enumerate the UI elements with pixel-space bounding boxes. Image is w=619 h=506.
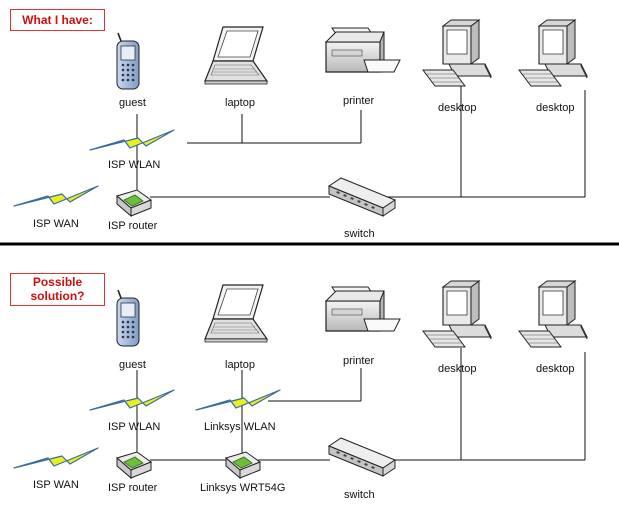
label-switch: switch	[344, 489, 375, 501]
label-guest: guest	[119, 359, 146, 371]
linksys-router-icon	[225, 451, 261, 479]
label-isp-wan: ISP WAN	[33, 479, 79, 491]
guest-phone-icon	[116, 289, 140, 347]
label-desktop: desktop	[438, 363, 477, 375]
desktop-icon	[422, 19, 492, 87]
label-isp-router: ISP router	[108, 482, 158, 494]
top-links	[136, 86, 586, 198]
label-isp-wan: ISP WAN	[33, 218, 79, 230]
printer-icon	[325, 286, 401, 332]
laptop-icon	[204, 26, 268, 85]
label-switch: switch	[344, 228, 375, 240]
label-isp-router: ISP router	[108, 220, 158, 232]
bottom-links	[136, 348, 586, 461]
isp-router-icon	[116, 451, 152, 479]
desktop-icon	[422, 280, 492, 348]
label-desktop: desktop	[536, 102, 575, 114]
callout-possible-solution: Possible solution?	[10, 273, 105, 306]
label-linksys-wlan: Linksys WLAN	[204, 421, 276, 433]
label-linksys-wrt54g: Linksys WRT54G	[200, 482, 285, 494]
top-panel: guest laptop printer desktop desktop ISP…	[13, 19, 588, 240]
label-printer: printer	[343, 355, 375, 367]
label-isp-wlan: ISP WLAN	[108, 421, 160, 433]
label-laptop: laptop	[225, 359, 255, 371]
isp-wan-lightning-icon	[13, 185, 99, 207]
isp-router-icon	[116, 189, 152, 217]
linksys-wlan-lightning-icon	[195, 389, 281, 411]
callout-what-i-have: What I have:	[10, 9, 105, 31]
isp-wlan-lightning-icon	[89, 129, 175, 151]
label-guest: guest	[119, 97, 146, 109]
desktop-icon	[518, 19, 588, 87]
isp-wlan-lightning-icon	[89, 389, 175, 411]
switch-icon	[328, 177, 396, 217]
desktop-icon	[518, 280, 588, 348]
laptop-icon	[204, 284, 268, 343]
bottom-panel: guest laptop printer desktop desktop ISP…	[13, 280, 588, 501]
label-laptop: laptop	[225, 97, 255, 109]
label-desktop: desktop	[438, 102, 477, 114]
printer-icon	[325, 27, 401, 73]
guest-phone-icon	[116, 32, 140, 90]
label-desktop: desktop	[536, 363, 575, 375]
callout-line-1: Possible	[32, 275, 83, 289]
switch-icon	[328, 437, 396, 477]
label-isp-wlan: ISP WLAN	[108, 159, 160, 171]
callout-line-2: solution?	[30, 289, 85, 303]
label-printer: printer	[343, 95, 375, 107]
isp-wan-lightning-icon	[13, 447, 99, 469]
